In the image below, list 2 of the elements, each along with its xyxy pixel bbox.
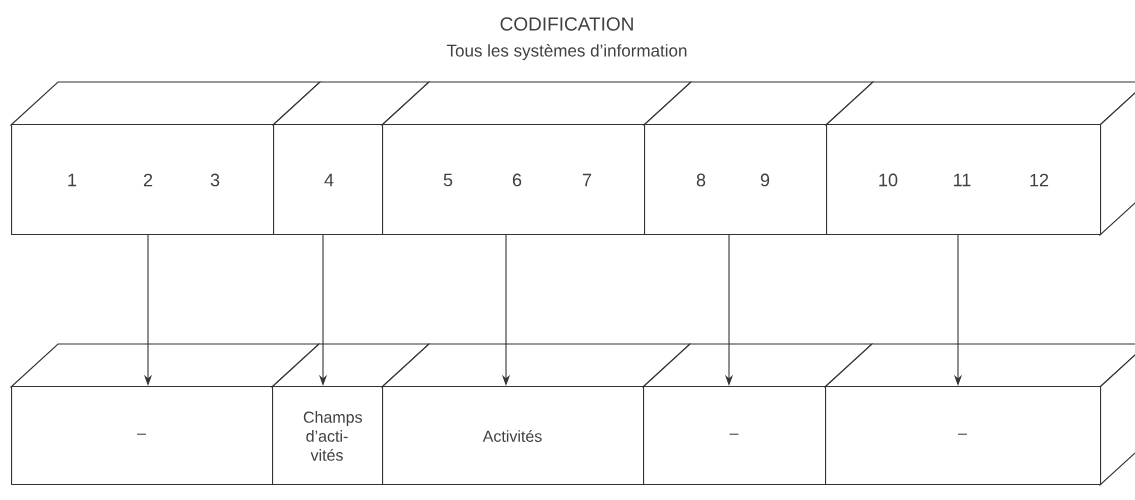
subtitle: Tous les systèmes d’information bbox=[446, 43, 687, 60]
title: CODIFICATION bbox=[500, 17, 633, 31]
